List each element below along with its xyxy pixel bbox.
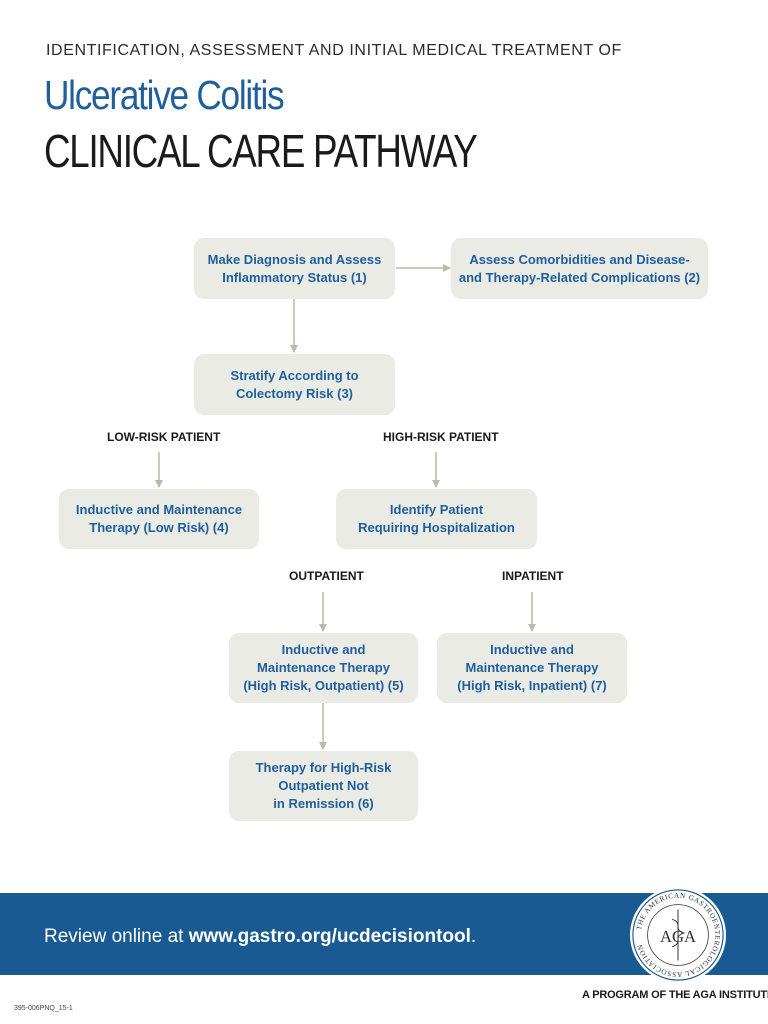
box5-line1: Inductive and — [281, 642, 366, 657]
box5-line2: Maintenance Therapy — [257, 660, 390, 675]
box7-line1: Inductive and — [490, 642, 574, 657]
box2-line1: Assess Comorbidities and Disease- — [469, 251, 690, 267]
box7-line3: (High Risk, Inpatient) (7) — [457, 678, 607, 693]
box3-line1: Stratify According to — [230, 367, 359, 383]
box-hosp-line1: Identify Patient — [389, 502, 484, 517]
box6-line3: in Remission (6) — [273, 796, 374, 811]
page-subtitle: CLINICAL CARE PATHWAY — [44, 125, 478, 177]
document-code: 395-006PNQ_15-1 — [14, 1005, 73, 1012]
step-stratify-risk: Stratify According to Colectomy Risk (3) — [194, 354, 395, 415]
program-credit: A PROGRAM OF THE AGA INSTITUTE — [582, 989, 768, 1001]
review-suffix: . — [470, 926, 477, 947]
box1-line1: Make Diagnosis and Assess — [207, 251, 382, 267]
step-assess-comorbidities: Assess Comorbidities and Disease-and The… — [451, 238, 708, 299]
seal-letters: AGA — [660, 927, 696, 946]
review-prefix: Review online at — [44, 926, 189, 947]
page-title: Ulcerative Colitis — [44, 72, 285, 118]
box-hosp-line2: Requiring Hospitalization — [358, 520, 515, 535]
label-high-risk: HIGH-RISK PATIENT — [383, 430, 499, 444]
label-inpatient: INPATIENT — [502, 569, 564, 583]
box5-line3: (High Risk, Outpatient) (5) — [243, 678, 404, 693]
aga-seal-logo: THE AMERICAN GASTROENTEROLOGICAL ASSOCIA… — [629, 886, 727, 984]
review-link[interactable]: www.gastro.org/ucdecisiontool — [188, 926, 471, 947]
box2-line2: and Therapy-Related Complications (2) — [458, 269, 701, 285]
box6-line2: Outpatient Not — [278, 778, 369, 793]
box4-line1: Inductive and Maintenance — [75, 502, 243, 517]
label-outpatient: OUTPATIENT — [289, 569, 364, 583]
box3-line2: Colectomy Risk (3) — [235, 385, 354, 401]
box4-line2: Therapy (Low Risk) (4) — [89, 520, 229, 535]
review-online-text: Review online at www.gastro.org/ucdecisi… — [44, 926, 476, 948]
box7-line2: Maintenance Therapy — [465, 660, 599, 675]
header-kicker: IDENTIFICATION, ASSESSMENT AND INITIAL M… — [46, 42, 622, 59]
box1-line2: Inflammatory Status (1) — [222, 269, 367, 285]
box6-line1: Therapy for High-Risk — [255, 760, 392, 775]
label-low-risk: LOW-RISK PATIENT — [107, 430, 221, 444]
